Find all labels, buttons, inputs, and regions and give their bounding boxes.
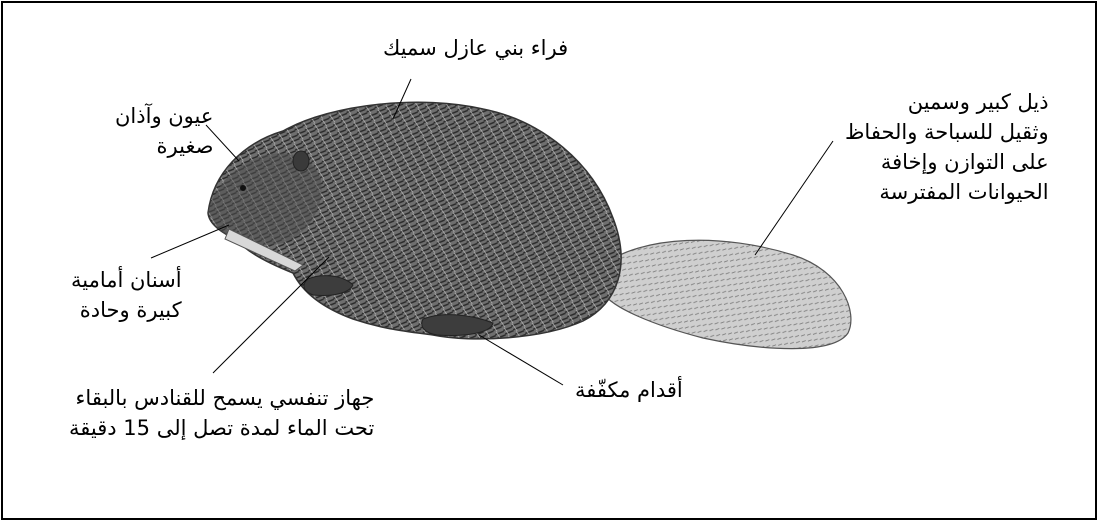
- eye-shape: [240, 185, 246, 191]
- teeth-line-2: كبيرة وحادة: [71, 295, 182, 325]
- tail-line-4: الحيوانات المفترسة: [845, 177, 1049, 207]
- tail-line-2: وثقيل للسباحة والحفاظ: [845, 117, 1049, 147]
- respiratory-label: جهاز تنفسي يسمح للقنادس بالبقاء تحت الما…: [69, 383, 374, 443]
- respiratory-line-2: تحت الماء لمدة تصل إلى 15 دقيقة: [69, 413, 374, 443]
- tail-shape: [603, 240, 851, 348]
- eyes-ears-label: عيون وآذان صغيرة: [115, 101, 213, 161]
- feet-label-text: أقدام مكفّفة: [575, 375, 683, 405]
- tail-label: ذيل كبير وسمين وثقيل للسباحة والحفاظ على…: [845, 87, 1049, 207]
- tail-line-1: ذيل كبير وسمين: [845, 87, 1049, 117]
- teeth-leader-line: [151, 225, 229, 258]
- eyes-ears-line-2: صغيرة: [115, 131, 213, 161]
- feet-leader-line: [479, 335, 563, 385]
- tail-line-3: على التوازن وإخافة: [845, 147, 1049, 177]
- respiratory-line-1: جهاز تنفسي يسمح للقنادس بالبقاء: [69, 383, 374, 413]
- beaver-illustration: [3, 3, 1099, 522]
- respiratory-leader-line: [213, 257, 329, 373]
- fur-label-text: فراء بني عازل سميك: [383, 33, 568, 63]
- feet-label: أقدام مكفّفة: [575, 375, 683, 405]
- teeth-line-1: أسنان أمامية: [71, 265, 182, 295]
- fur-label: فراء بني عازل سميك: [383, 33, 568, 63]
- teeth-label: أسنان أمامية كبيرة وحادة: [71, 265, 182, 325]
- eyes-ears-line-1: عيون وآذان: [115, 101, 213, 131]
- tail-leader-line: [755, 141, 833, 255]
- ear-shape: [293, 151, 309, 171]
